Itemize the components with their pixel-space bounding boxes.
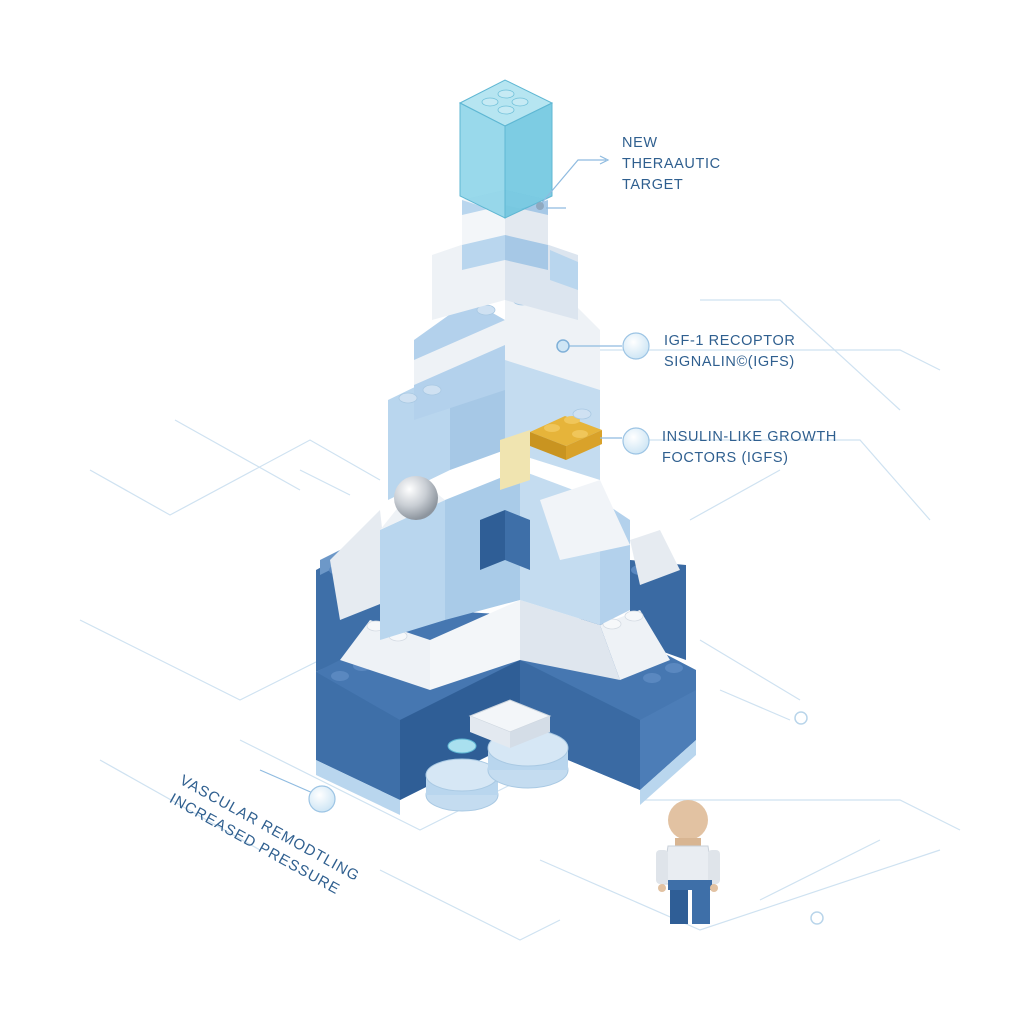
label-igfs-line-2: FOCTORS (IGFS) — [662, 450, 789, 466]
silver-sphere — [394, 476, 438, 520]
base-round-pieces — [425, 699, 569, 812]
label-target-line-3: TARGET — [622, 177, 684, 193]
label-receptor-line-1: IGF-1 RECOPTOR — [664, 333, 796, 349]
label-insulin-like-growth-factors: INSULIN-LIKE GROWTH FOCTORS (IGFS) — [662, 427, 837, 469]
background-circuit-nodes — [794, 711, 824, 925]
gold-brick — [530, 416, 602, 446]
callout-dot-receptor-small — [556, 339, 570, 353]
minifigure-person — [656, 800, 720, 924]
label-igf1-receptor-signaling: IGF-1 RECOPTOR SIGNALIN©(IGFS) — [664, 331, 795, 373]
background-circuit-lines — [79, 299, 961, 941]
label-target-line-2: THERAAUTIC — [622, 156, 721, 172]
lower-white-slopes — [330, 510, 680, 690]
label-new-therapeutic-target: NEW THERAAUTIC TARGET — [622, 133, 721, 196]
label-receptor-line-2: SIGNALIN©(IGFS) — [664, 354, 795, 370]
translucent-target-cube — [458, 79, 554, 219]
callout-dot-vascular — [308, 785, 336, 813]
callout-dot-target — [536, 202, 544, 210]
callout-dot-igfs — [622, 427, 650, 455]
label-igfs-line-1: INSULIN-LIKE GROWTH — [662, 429, 837, 445]
upper-tier-blocks — [388, 290, 602, 500]
callout-dot-receptor — [622, 332, 650, 360]
middle-tier-light-blocks — [380, 470, 630, 640]
callout-dots — [308, 202, 650, 813]
label-target-line-1: NEW — [622, 135, 658, 151]
